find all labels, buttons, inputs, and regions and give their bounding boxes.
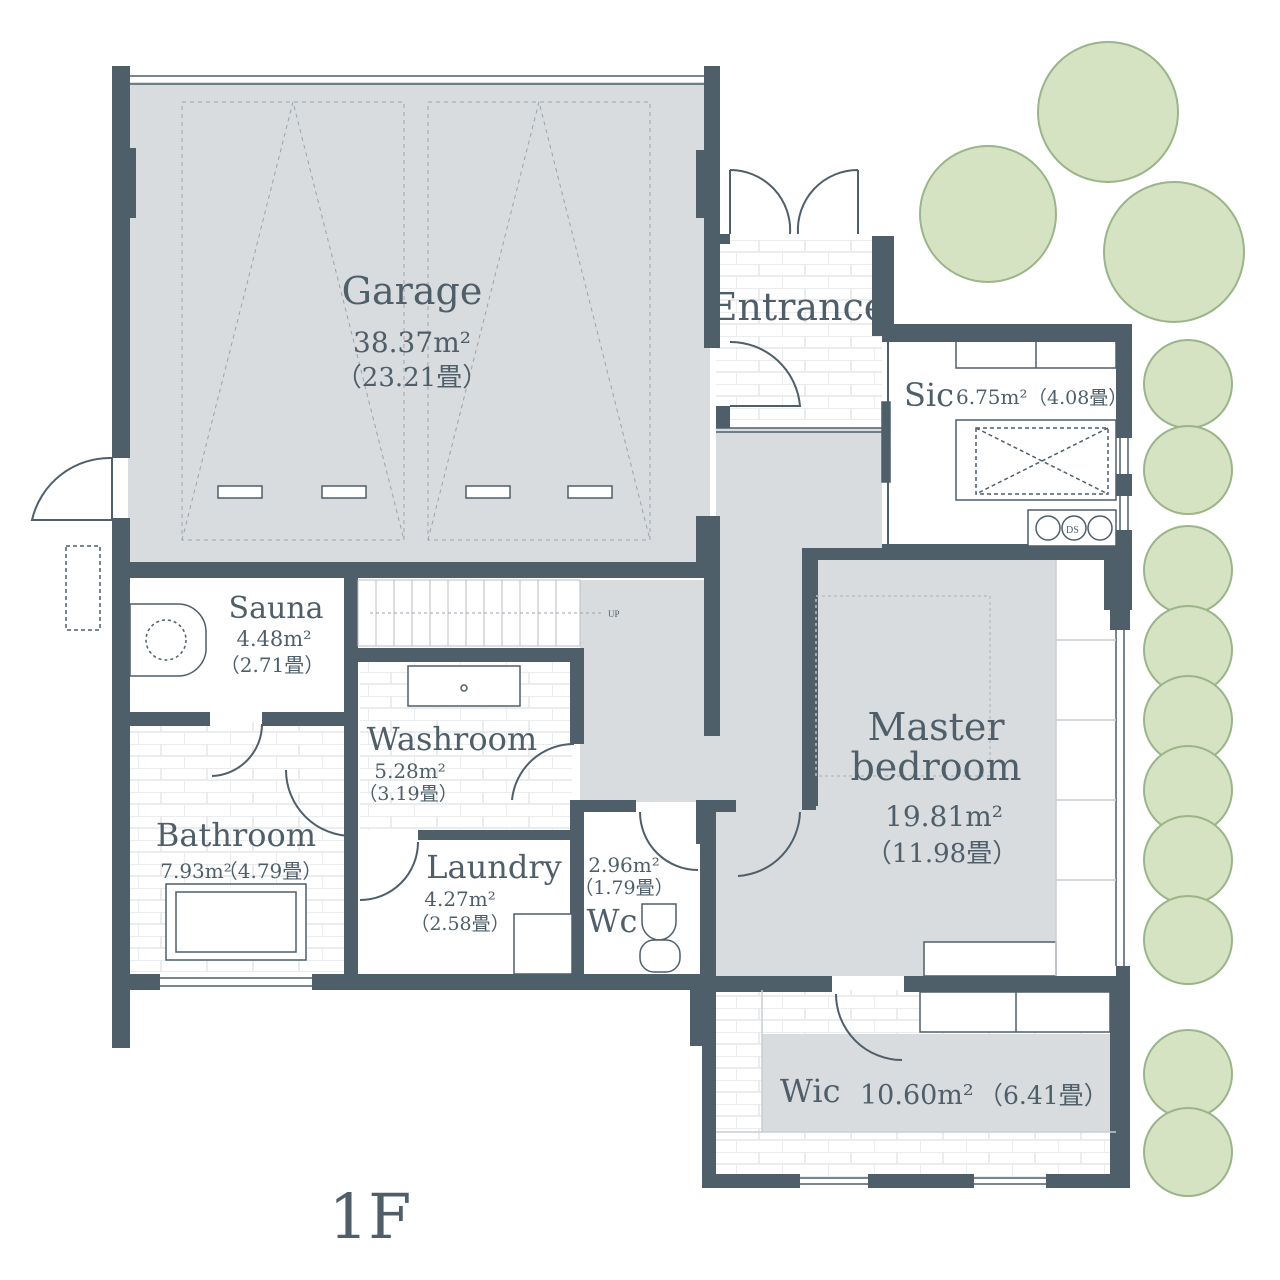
sauna-name: Sauna — [229, 591, 324, 626]
tree-icon — [1143, 425, 1233, 515]
master-closet — [1056, 556, 1116, 976]
wic-tatami: （6.41畳） — [978, 1081, 1109, 1110]
laundry-name: Laundry — [426, 848, 561, 886]
sauna-area: 4.48m² — [236, 627, 311, 651]
sauna-tatami: （2.71畳） — [220, 653, 325, 677]
trees — [919, 41, 1245, 1197]
garage-wheel-stops — [217, 485, 613, 499]
laundry-area: 4.27m² — [424, 887, 496, 911]
wic-name: Wic — [780, 1072, 840, 1110]
master-floor — [716, 556, 1116, 976]
tree-icon — [1143, 895, 1233, 985]
wic-center — [762, 1034, 1116, 1132]
room-labels: Garage 38.37m² （23.21畳） Entrance Sic 6.7… — [156, 269, 1127, 1253]
garage-tatami: （23.21畳） — [336, 363, 488, 393]
entrance-name: Entrance — [710, 285, 887, 329]
tree-icon — [1143, 815, 1233, 905]
wc-tatami: （1.79畳） — [574, 877, 673, 899]
washroom-name: Washroom — [367, 720, 537, 758]
entrance-floor — [716, 240, 882, 420]
bathroom-area: 7.93m² — [160, 859, 232, 883]
tree-icon — [1143, 339, 1233, 429]
wc-name: Wc — [587, 902, 638, 940]
laundry-tatami: （2.58畳） — [410, 913, 509, 935]
stair-up-label: UP — [608, 609, 620, 619]
wc-area: 2.96m² — [588, 853, 660, 877]
walls — [112, 66, 1132, 1188]
tree-icon — [1037, 41, 1179, 183]
garage-area: 38.37m² — [353, 326, 471, 359]
bathroom-tatami: （4.79畳） — [218, 859, 323, 883]
master-area: 19.81m² — [885, 800, 1003, 833]
tree-icon — [919, 145, 1057, 283]
garage-parking-marks — [181, 101, 651, 541]
tree-icon — [1143, 525, 1233, 615]
tree-icon — [1143, 1029, 1233, 1119]
bathroom-name: Bathroom — [156, 816, 316, 854]
ds-label: DS — [1066, 525, 1079, 536]
tree-icon — [1103, 181, 1245, 323]
washroom-area: 5.28m² — [374, 759, 446, 783]
windows — [130, 75, 1129, 1185]
sic-area: 6.75m² — [956, 385, 1028, 409]
sic-tatami: （4.08畳） — [1028, 387, 1127, 409]
master-name-line1: Master — [868, 705, 1006, 749]
garage-floor — [128, 82, 710, 564]
stairs — [357, 579, 604, 647]
hall-lower-floor — [580, 580, 716, 802]
doors — [30, 168, 903, 1061]
tree-icon — [1143, 1107, 1233, 1197]
wic-area: 10.60m² — [860, 1080, 974, 1111]
master-name-line2: bedroom — [850, 745, 1021, 789]
floor-label: 1F — [329, 1180, 411, 1253]
master-tatami: （11.98畳） — [866, 839, 1018, 869]
washroom-tatami: （3.19畳） — [358, 783, 457, 805]
sic-name: Sic — [904, 376, 954, 414]
fixtures — [65, 339, 1117, 1133]
garage-name: Garage — [342, 269, 483, 313]
